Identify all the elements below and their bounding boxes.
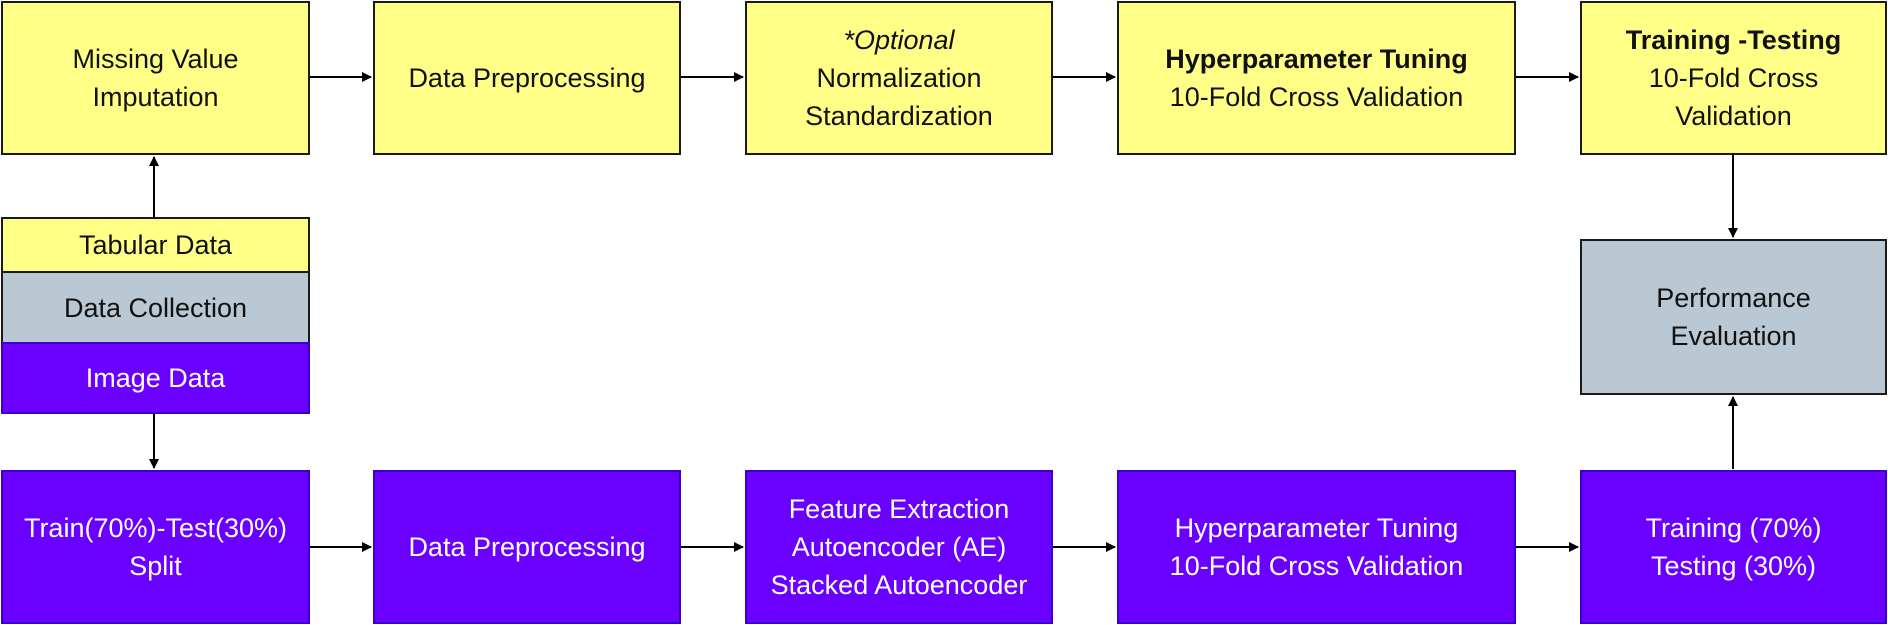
training-testing-box-bottom: Training (70%) Testing (30%) — [1580, 470, 1887, 624]
data-preprocessing-box-bottom: Data Preprocessing — [373, 470, 681, 624]
box-line: Stacked Autoencoder — [770, 570, 1028, 600]
hyperparameter-tuning-box-top: Hyperparameter Tuning 10-Fold Cross Vali… — [1117, 1, 1516, 155]
box-line: Missing Value — [72, 44, 239, 74]
box-line: Testing (30%) — [1650, 551, 1817, 581]
box-line: Data Preprocessing — [408, 532, 646, 562]
missing-value-imputation-box: Missing Value Imputation — [1, 1, 310, 155]
box-line: Image Data — [85, 363, 226, 393]
box-line: Imputation — [92, 82, 219, 112]
training-testing-box-top: Training -Testing 10-Fold Cross Validati… — [1580, 1, 1887, 155]
data-collection-box: Data Collection — [1, 271, 310, 344]
box-line: Hyperparameter Tuning — [1174, 513, 1459, 543]
box-title: Training -Testing — [1625, 25, 1842, 55]
box-line: Evaluation — [1670, 321, 1797, 351]
box-title: Hyperparameter Tuning — [1165, 44, 1468, 74]
box-line: Data Collection — [63, 292, 248, 323]
box-line: Data Preprocessing — [408, 63, 646, 93]
train-test-split-box: Train(70%)-Test(30%) Split — [1, 470, 310, 624]
box-line: 10-Fold Cross Validation — [1169, 551, 1464, 581]
box-line: Performance — [1656, 283, 1811, 313]
feature-extraction-box: Feature Extraction Autoencoder (AE) Stac… — [745, 470, 1053, 624]
box-line: 10-Fold Cross — [1648, 63, 1819, 93]
box-line: Train(70%)-Test(30%) — [23, 513, 288, 543]
box-line: 10-Fold Cross Validation — [1169, 82, 1464, 112]
box-line: Feature Extraction — [788, 494, 1010, 524]
box-line: Training (70%) — [1645, 513, 1822, 543]
data-preprocessing-box-top: Data Preprocessing — [373, 1, 681, 155]
normalization-box: *Optional Normalization Standardization — [745, 1, 1053, 155]
box-line: Validation — [1675, 101, 1792, 131]
box-line: Split — [129, 551, 182, 581]
box-line: Autoencoder (AE) — [791, 532, 1007, 562]
tabular-data-box: Tabular Data — [1, 217, 310, 273]
optional-label: *Optional — [843, 25, 955, 55]
box-line: Normalization — [816, 63, 982, 93]
box-line: Standardization — [805, 101, 993, 131]
performance-evaluation-box: Performance Evaluation — [1580, 239, 1887, 395]
image-data-box: Image Data — [1, 342, 310, 414]
hyperparameter-tuning-box-bottom: Hyperparameter Tuning 10-Fold Cross Vali… — [1117, 470, 1516, 624]
box-line: Tabular Data — [78, 230, 233, 260]
